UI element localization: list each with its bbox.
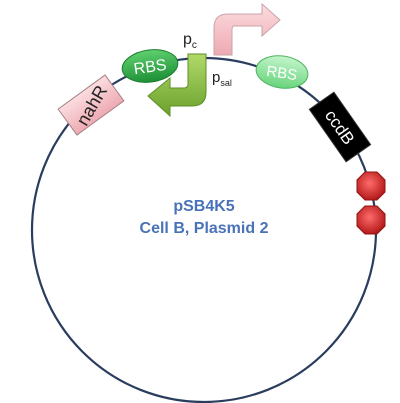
pc-promoter-arrow [147,53,207,118]
psal-label: psal [212,69,232,88]
plasmid-subtitle: Cell B, Plasmid 2 [140,220,269,237]
bent-arrow-left-icon [147,53,207,118]
rbs-left: RBS [121,49,179,83]
rbs-left-ellipse [121,49,179,83]
plasmid-name: pSB4K5 [173,198,234,215]
terminator-octagon-icon-1 [356,171,386,201]
terminator-octagon-icon-2 [356,205,386,235]
psal-label-sub: sal [220,78,232,88]
rbs-right: RBS [255,55,309,89]
rbs-right-label: RBS [265,63,298,84]
nahr-gene [57,74,125,136]
rbs-left-label: RBS [133,57,168,78]
psal-label-main: p [212,69,220,86]
ccdb-gene [308,91,372,163]
ccdb-gene-box [308,91,372,163]
psal-promoter-arrow [213,2,281,56]
pc-label-sub: c [192,40,197,51]
pc-label-main: p [183,31,192,48]
nahr-gene-box [57,74,125,136]
pc-label: pc [183,31,197,51]
bent-arrow-right-icon [213,2,281,56]
rbs-right-ellipse [255,55,309,89]
